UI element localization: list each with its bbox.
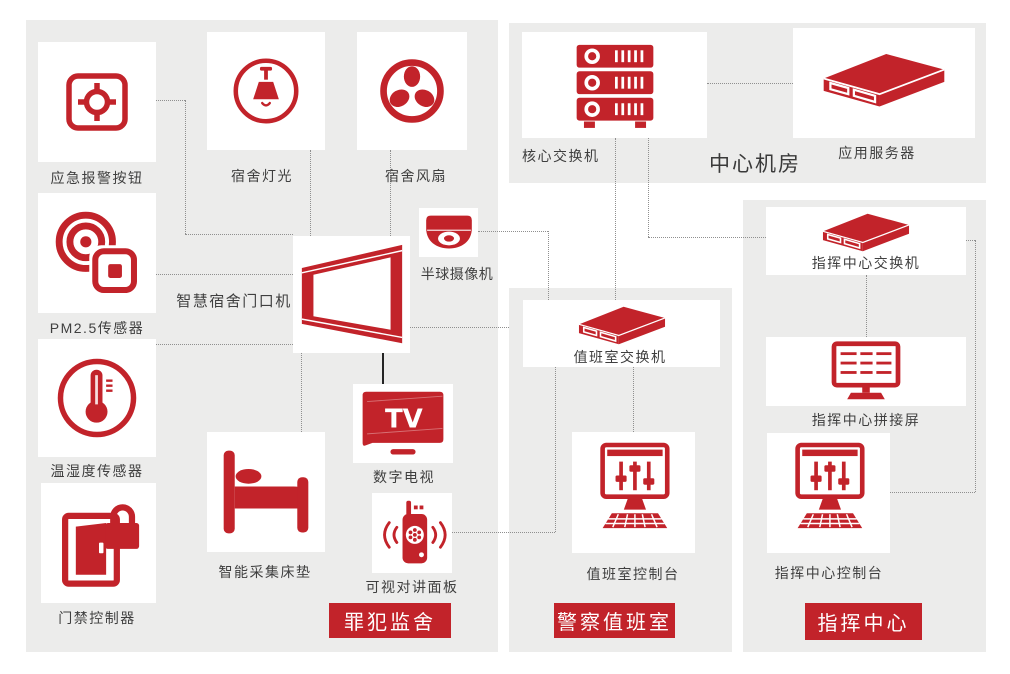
connector-line — [555, 367, 556, 532]
connector-line — [301, 353, 302, 432]
door-station-screen-icon — [296, 241, 408, 349]
server-stack-icon — [573, 41, 657, 129]
console-icon — [781, 441, 877, 545]
node-smart-door-station — [293, 236, 410, 353]
connector-line — [890, 492, 975, 493]
connector-line — [966, 240, 975, 241]
tv-icon — [358, 389, 448, 459]
connector-line — [548, 231, 549, 300]
connector-line — [156, 100, 185, 101]
node-core-switch — [522, 32, 707, 138]
node-dorm-light — [207, 32, 325, 150]
node-access-controller — [41, 483, 156, 603]
node-label: 宿舍灯光 — [231, 168, 293, 184]
node-command-center-switch — [766, 207, 966, 275]
connector-line — [452, 532, 555, 533]
node-label: 可视对讲面板 — [365, 579, 459, 595]
connector-line — [156, 344, 293, 345]
node-label: 指挥中心控制台 — [774, 565, 884, 581]
node-dorm-fan — [357, 32, 467, 150]
door-lock-icon — [58, 496, 140, 591]
fan-icon — [378, 57, 446, 125]
connector-line — [185, 100, 186, 234]
zone-tag-police-duty-room: 警察值班室 — [554, 603, 675, 638]
node-dome-camera — [419, 208, 478, 257]
console-icon — [586, 441, 682, 545]
node-temp-humidity-sensor — [38, 339, 156, 457]
node-label: 值班室交换机 — [573, 349, 667, 365]
zone-title-machine-room: 中心机房 — [709, 152, 801, 176]
node-emergency-alarm-button — [38, 42, 156, 162]
node-label: PM2.5传感器 — [49, 320, 145, 336]
connector-line — [615, 138, 616, 300]
connector-line — [633, 367, 634, 432]
connector-line — [310, 150, 311, 236]
node-smart-mattress — [207, 432, 325, 552]
connector-line — [478, 231, 548, 232]
node-label: 温湿度传感器 — [50, 463, 144, 479]
node-digital-tv — [353, 384, 453, 463]
node-label: 核心交换机 — [522, 148, 600, 164]
connector-line — [648, 237, 766, 238]
emergency-alarm-button-icon — [65, 72, 129, 132]
ceiling-lamp-icon — [232, 57, 300, 125]
dome-camera-icon — [423, 212, 475, 254]
node-label: 智慧宿舍门口机 — [176, 293, 292, 310]
video-wall-icon — [830, 340, 902, 404]
bed-icon — [214, 446, 318, 538]
node-label: 值班室控制台 — [586, 566, 680, 582]
node-label: 应急报警按钮 — [50, 170, 144, 186]
node-label: 宿舍风扇 — [385, 168, 447, 184]
node-pm25-sensor — [38, 193, 156, 313]
node-video-intercom-panel — [372, 493, 452, 573]
connector-line — [390, 150, 391, 236]
node-label: 应用服务器 — [838, 145, 916, 161]
node-duty-room-console — [572, 432, 695, 553]
connector-line — [707, 83, 793, 84]
connector-line — [185, 234, 293, 235]
node-duty-room-switch — [523, 300, 720, 367]
node-label: 指挥中心拼接屏 — [811, 412, 921, 428]
node-label: 数字电视 — [373, 469, 435, 485]
node-command-center-video-wall — [766, 337, 966, 406]
zone-tag-prison-cell: 罪犯监舍 — [329, 603, 451, 638]
intercom-icon — [374, 497, 450, 569]
node-label: 智能采集床垫 — [218, 564, 312, 580]
node-label: 半球摄像机 — [420, 266, 494, 282]
connector-line-solid — [382, 353, 384, 384]
node-label: 门禁控制器 — [58, 610, 136, 626]
zone-tag-command-center: 指挥中心 — [805, 603, 922, 640]
panel-command-center — [743, 200, 986, 652]
connector-line — [975, 240, 976, 492]
node-app-server — [793, 28, 975, 138]
connector-line — [866, 275, 867, 337]
rack-server-icon — [817, 47, 951, 119]
connector-line — [648, 138, 649, 237]
node-label: 指挥中心交换机 — [811, 255, 921, 271]
pm25-sensor-icon — [54, 210, 140, 296]
connector-line — [410, 327, 509, 328]
node-command-center-console — [767, 433, 890, 553]
rack-switch-icon — [574, 302, 670, 353]
connector-line — [156, 274, 293, 275]
thermometer-icon — [55, 356, 139, 440]
